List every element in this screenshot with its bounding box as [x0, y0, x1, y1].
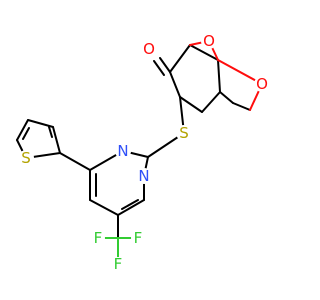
- bond-c-c: [27, 119, 54, 128]
- bond-c-c: [169, 44, 191, 73]
- bond-c-c: [59, 152, 91, 171]
- thiophene-sulfur-atom: S: [18, 149, 34, 167]
- bond-c-c: [201, 91, 221, 113]
- svg-text:N: N: [117, 142, 128, 160]
- bond-c-c: [89, 199, 119, 216]
- svg-text:N: N: [138, 167, 149, 185]
- svg-text:O: O: [203, 32, 215, 50]
- atom-labels: O O O S S N N F: [18, 32, 270, 273]
- carbonyl-bond: [159, 57, 171, 73]
- svg-text:S: S: [21, 149, 31, 167]
- aromatic-inner-bond: [121, 199, 139, 210]
- carbonyl-bond: [153, 60, 165, 76]
- aromatic-inner-bond: [48, 126, 53, 138]
- bond-c-c: [179, 96, 203, 113]
- bond-c-c: [16, 119, 29, 141]
- bond-c-c: [219, 91, 234, 104]
- pyrimidine-nitrogen-lower: N: [136, 167, 152, 185]
- thioether-sulfur-atom: S: [176, 124, 192, 142]
- ring-oxygen-atom: O: [254, 75, 270, 93]
- bond-c-c: [169, 71, 181, 98]
- svg-text:F: F: [134, 229, 143, 247]
- bond-c-c: [117, 199, 145, 216]
- bond-c-c: [189, 44, 219, 61]
- fluorine-atom-right: F: [131, 229, 145, 247]
- pyrimidine-nitrogen-upper: N: [115, 142, 131, 160]
- cf3-bonds: [103, 214, 133, 259]
- bicyclic-ring-bonds: [153, 40, 263, 113]
- ketone-oxygen-atom: O: [141, 40, 157, 58]
- svg-text:O: O: [256, 75, 268, 93]
- bond-c-c: [232, 102, 251, 111]
- fluorine-atom-left: F: [91, 229, 105, 247]
- bond-c-c: [217, 59, 221, 93]
- aromatic-inner-bond: [22, 127, 30, 140]
- svg-text:F: F: [114, 255, 123, 273]
- svg-text:O: O: [143, 40, 155, 58]
- svg-text:S: S: [179, 124, 189, 142]
- bond-c-c: [52, 126, 61, 154]
- bond-c-o: [217, 59, 263, 85]
- molecule-structure: O O O S S N N F: [16, 32, 270, 273]
- svg-text:F: F: [94, 229, 103, 247]
- bridge-oxygen-atom: O: [201, 32, 217, 50]
- fluorine-atom-bottom: F: [111, 255, 125, 273]
